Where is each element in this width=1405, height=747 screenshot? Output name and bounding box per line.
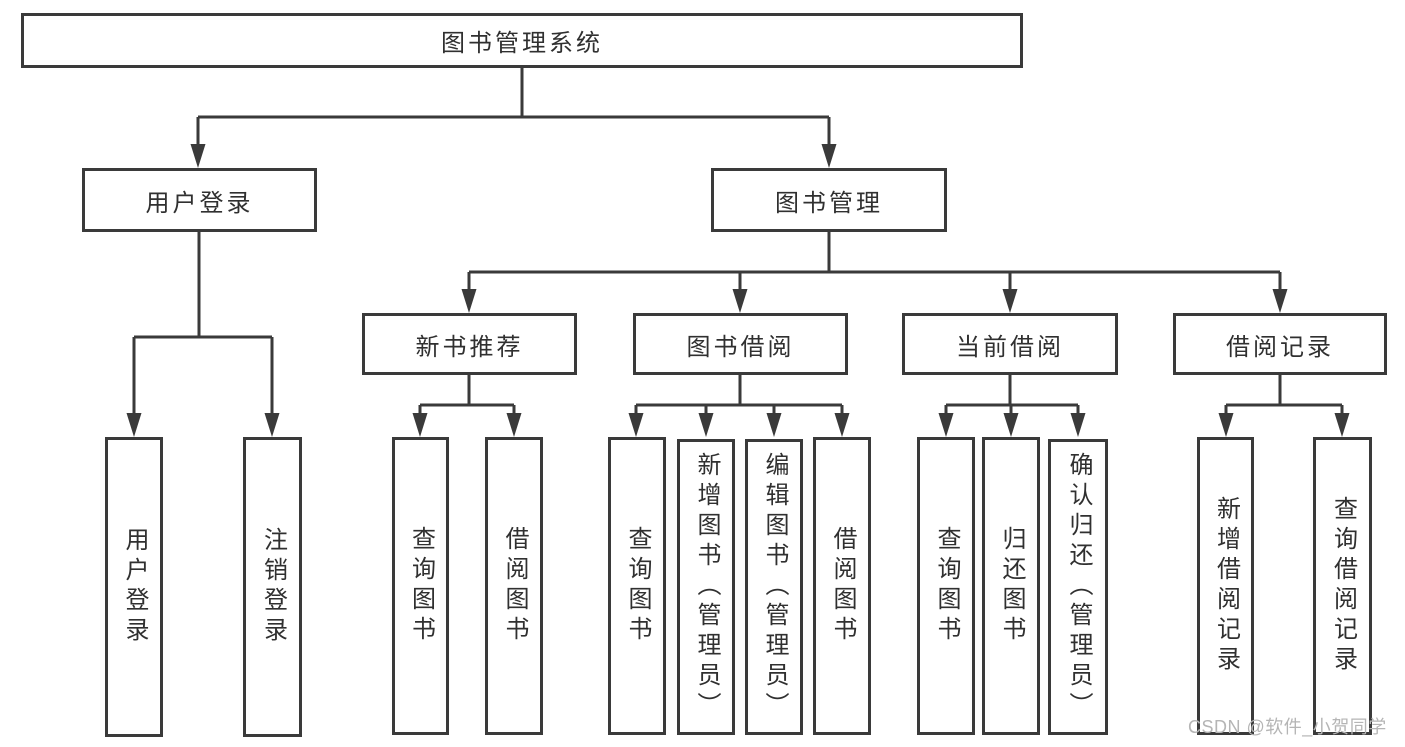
node-user-login: 用户登录 <box>82 168 317 232</box>
watermark: CSDN @软件_小贺同学 <box>1188 717 1387 737</box>
node-label: 新书推荐 <box>415 333 524 361</box>
node-label: 用户登录 <box>145 189 254 217</box>
node-label: 注销登录 <box>259 527 287 647</box>
node-library-management-system: 图书管理系统 <box>21 13 1023 68</box>
leaf-query-books-borrow: 查询图书 <box>608 437 666 735</box>
node-label: 借阅图书 <box>829 526 856 646</box>
leaf-query-borrow-record: 查询借阅记录 <box>1313 437 1372 735</box>
leaf-borrow-books-borrow: 借阅图书 <box>813 437 871 735</box>
node-label: 确认归还（管理员） <box>1065 452 1092 722</box>
node-label: 查询图书 <box>407 526 435 646</box>
leaf-edit-books-admin: 编辑图书（管理员） <box>745 439 803 735</box>
node-label: 新增图书（管理员） <box>693 452 720 722</box>
node-label: 归还图书 <box>998 526 1025 646</box>
node-label: 查询借阅记录 <box>1329 496 1357 676</box>
node-label: 当前借阅 <box>956 333 1064 361</box>
node-label: 借阅记录 <box>1226 333 1334 361</box>
leaf-return-books: 归还图书 <box>982 437 1040 735</box>
leaf-borrow-books-recommend: 借阅图书 <box>485 437 543 735</box>
node-label: 借阅图书 <box>501 526 528 646</box>
arrowhead-icons <box>126 144 1350 437</box>
node-label: 查询图书 <box>933 526 960 646</box>
node-label: 查询图书 <box>624 526 651 646</box>
node-label: 编辑图书（管理员） <box>761 452 788 722</box>
leaf-user-login: 用户登录 <box>105 437 163 737</box>
node-book-borrowing: 图书借阅 <box>633 313 848 375</box>
leaf-query-books-recommend: 查询图书 <box>392 437 449 735</box>
leaf-add-books-admin: 新增图书（管理员） <box>677 439 735 735</box>
connector-segments <box>132 68 1344 419</box>
node-borrowing-records: 借阅记录 <box>1173 313 1387 375</box>
leaf-confirm-return-admin: 确认归还（管理员） <box>1048 439 1108 735</box>
node-new-book-recommendation: 新书推荐 <box>362 313 577 375</box>
leaf-logout: 注销登录 <box>243 437 302 737</box>
node-label: 新增借阅记录 <box>1212 496 1240 676</box>
node-book-management: 图书管理 <box>711 168 947 232</box>
node-current-borrowing: 当前借阅 <box>902 313 1118 375</box>
node-label: 图书管理系统 <box>441 30 603 57</box>
leaf-query-books-current: 查询图书 <box>917 437 975 735</box>
node-label: 图书管理 <box>775 189 883 217</box>
leaf-add-borrow-record: 新增借阅记录 <box>1197 437 1254 735</box>
node-label: 图书借阅 <box>686 333 795 361</box>
node-label: 用户登录 <box>121 527 148 647</box>
